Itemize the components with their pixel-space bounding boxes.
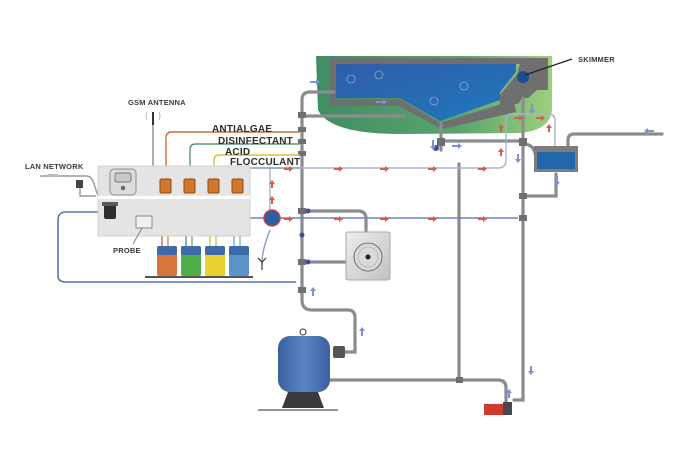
prefilter-cap <box>102 202 118 206</box>
flow-arrows-red <box>269 115 552 222</box>
controller-knob[interactable] <box>120 185 126 191</box>
probe-holder <box>135 215 153 229</box>
label-probe: PROBE <box>113 246 141 255</box>
pool-border <box>330 58 548 129</box>
controller-screen <box>114 172 132 183</box>
pool-area <box>316 56 552 134</box>
network-socket <box>76 180 83 188</box>
y-sensor-icon <box>257 257 267 270</box>
filter-tank <box>278 336 330 392</box>
filter-valve[interactable] <box>333 346 345 358</box>
label-skimmer: SKIMMER <box>578 55 615 64</box>
flow-arrows-blue <box>310 79 654 398</box>
probe-leader-line <box>132 227 143 245</box>
chemical-tanks <box>145 246 253 278</box>
sand-filter <box>258 328 345 411</box>
flow-cell <box>263 209 281 227</box>
dosing-pump-acid[interactable] <box>207 178 220 194</box>
label-disinfectant: DISINFECTANT <box>218 136 293 147</box>
prefilter <box>104 205 116 219</box>
filter-lifting-ring <box>299 328 307 336</box>
label-acid: ACID <box>225 147 251 158</box>
dosing-pump-flocculant[interactable] <box>231 178 244 194</box>
dosing-pump-disinfectant[interactable] <box>183 178 196 194</box>
label-flocculant: FLOCCULANT <box>230 157 301 168</box>
circulation-pump <box>484 402 512 415</box>
label-antialgae: ANTIALGAE <box>212 124 273 135</box>
pipe-fittings <box>298 112 527 383</box>
label-lan-network: LAN NETWORK <box>25 162 84 171</box>
filter-base <box>282 392 324 408</box>
water-sparkles <box>346 70 469 106</box>
dosing-pumps <box>159 178 244 194</box>
tank-shelf <box>145 276 253 278</box>
control-panel <box>97 165 251 245</box>
lan-network-cable <box>48 174 83 188</box>
skimmer-port <box>517 71 529 83</box>
antenna-waves-icon <box>145 111 161 121</box>
panel-rail <box>98 196 250 199</box>
heat-exchanger <box>345 231 391 281</box>
balance-tank <box>534 146 578 172</box>
dosing-pump-antialgae[interactable] <box>159 178 172 194</box>
label-gsm-antenna: GSM ANTENNA <box>128 98 186 107</box>
skimmer-leader-line <box>524 58 573 76</box>
gsm-antenna <box>145 111 161 125</box>
